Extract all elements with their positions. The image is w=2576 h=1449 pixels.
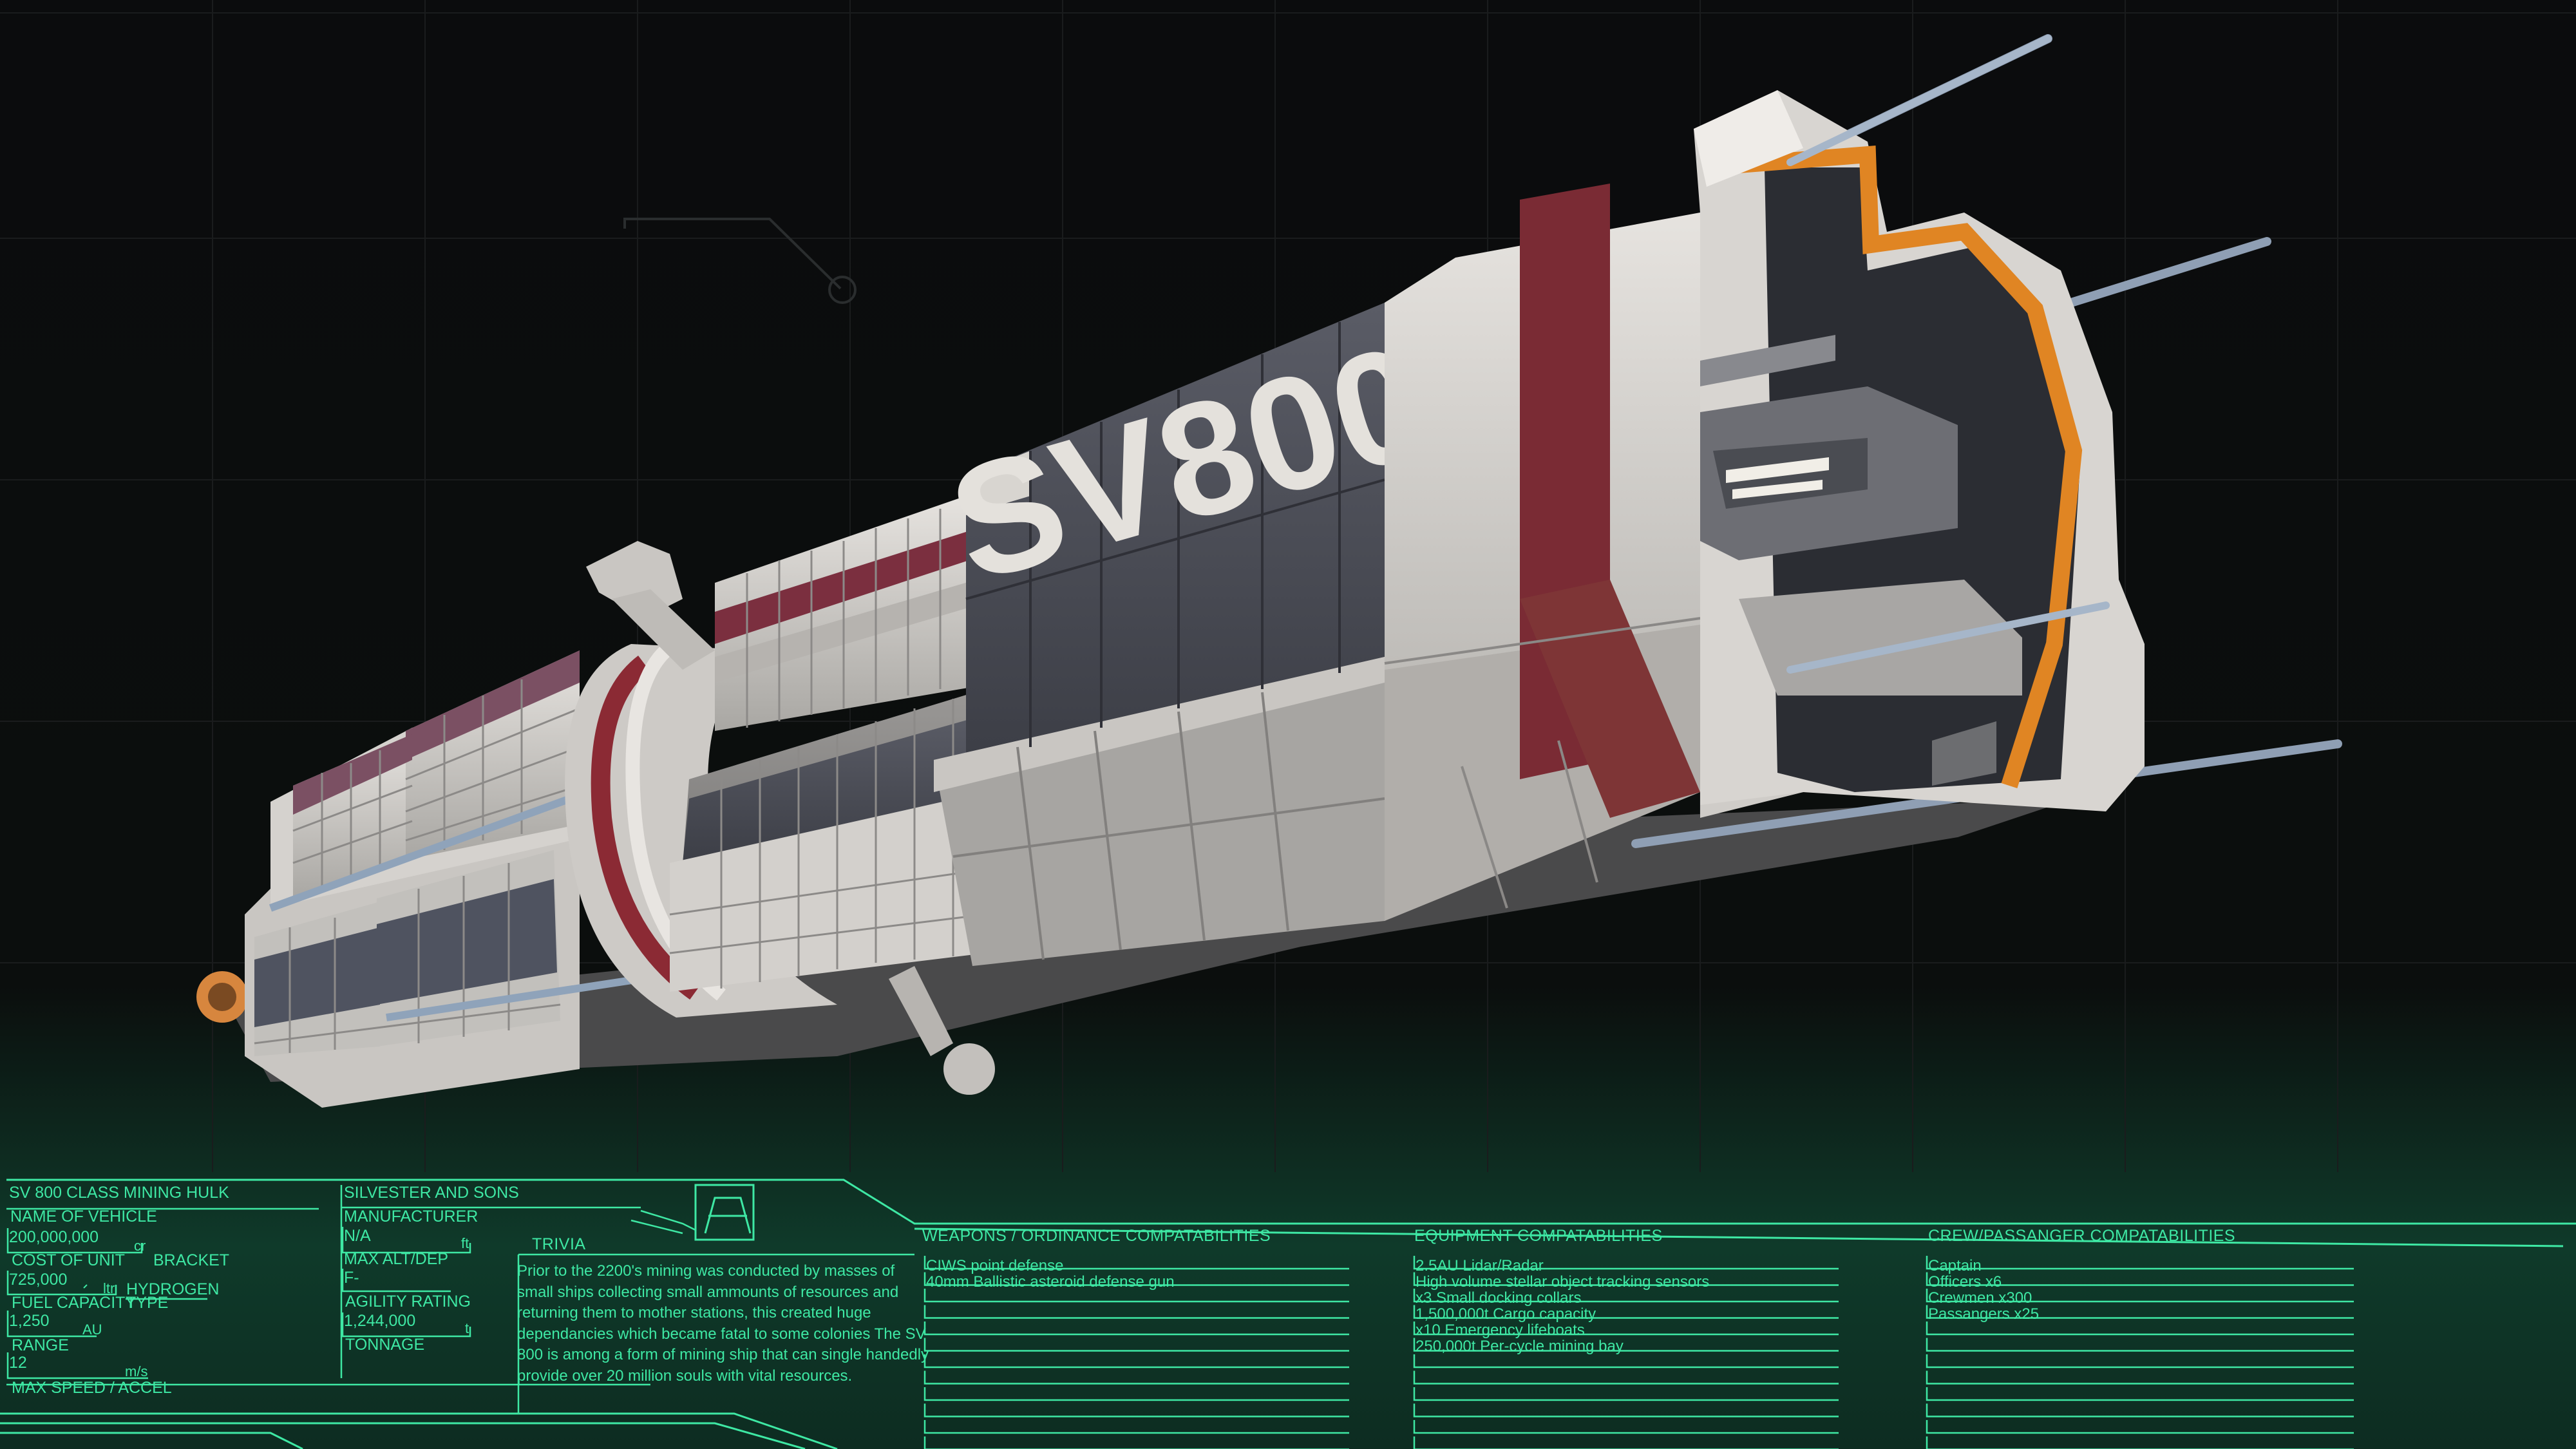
list-rule-line xyxy=(1413,1436,1839,1449)
list-rule-line xyxy=(1926,1321,2354,1336)
list-rule-line xyxy=(1413,1305,1839,1319)
type-label: TYPE xyxy=(126,1294,169,1312)
equipment-item: 2.5AU Lidar/Radar xyxy=(1416,1257,1544,1274)
range-label: RANGE xyxy=(12,1336,69,1354)
fuel-label: FUEL CAPACITY xyxy=(12,1294,137,1312)
vehicle-name: SV 800 CLASS MINING HULK xyxy=(9,1184,229,1202)
mid-upper-modules xyxy=(715,496,998,731)
cost-label: COST OF UNIT xyxy=(12,1251,125,1269)
tonnage-label: TONNAGE xyxy=(345,1336,425,1354)
list-rule-line xyxy=(923,1272,1349,1286)
list-rule-line xyxy=(1413,1420,1839,1434)
list-rule-line xyxy=(1413,1370,1839,1385)
range-value: 1,250 xyxy=(9,1312,50,1330)
speed-value: 12 xyxy=(9,1354,27,1372)
list-rule-line xyxy=(1926,1370,2354,1385)
list-rule-line xyxy=(923,1354,1349,1368)
weapon-item: CIWS point defense xyxy=(926,1257,1064,1274)
list-rule-line xyxy=(923,1321,1349,1336)
list-rule-line xyxy=(923,1420,1349,1434)
list-rule-line xyxy=(1413,1403,1839,1417)
equipment-item: x10 Emergency lifeboats xyxy=(1416,1321,1585,1339)
equipment-item: x3 Small docking collars xyxy=(1416,1289,1582,1307)
hud-frame xyxy=(0,1179,2576,1449)
crew-item: Crewmen x300 xyxy=(1928,1289,2032,1307)
cost-value: 200,000,000 xyxy=(9,1228,99,1246)
list-rule-line xyxy=(1413,1289,1839,1303)
list-rule-line xyxy=(1926,1272,2354,1286)
lower-hull-panel-lines xyxy=(952,692,1385,960)
mid-lower-panel-lines xyxy=(669,699,986,989)
alt-label: MAX ALT/DEP xyxy=(344,1250,449,1268)
list-rule-line xyxy=(923,1403,1349,1417)
list-rule-line xyxy=(1926,1436,2354,1449)
equipment-item: High volume stellar object tracking sens… xyxy=(1416,1273,1710,1291)
list-rule-line xyxy=(923,1338,1349,1352)
ship-illustration: SV800 xyxy=(196,34,2342,1108)
crew-title: CREW/PASSANGER COMPATABILITIES xyxy=(1928,1227,2236,1245)
weapon-item: 40mm Ballistic asteroid defense gun xyxy=(926,1273,1175,1291)
list-rule-line xyxy=(1413,1321,1839,1336)
agility-label: AGILITY RATING xyxy=(345,1293,471,1311)
main-hull xyxy=(934,303,1385,966)
list-rule-line xyxy=(1926,1387,2354,1401)
nose-interior xyxy=(1700,335,2022,786)
range-unit: AU xyxy=(82,1321,102,1338)
list-rule-line xyxy=(923,1387,1349,1401)
list-rule-line xyxy=(923,1370,1349,1385)
weapons-title: WEAPONS / ORDINANCE COMPATABILITIES xyxy=(922,1227,1271,1245)
list-lines xyxy=(923,1256,2354,1449)
cost-unit: cr xyxy=(134,1238,146,1254)
trivia-text: Prior to the 2200's mining was conducted… xyxy=(517,1262,929,1385)
front-block-panel-lines xyxy=(1384,617,1701,909)
list-rule-line xyxy=(1926,1338,2354,1352)
list-rule-line xyxy=(923,1289,1349,1303)
alt-unit: ft xyxy=(461,1235,469,1251)
mid-upper-panel-lines xyxy=(746,509,942,728)
tonnage-unit: t xyxy=(465,1320,469,1336)
list-rule-line xyxy=(923,1436,1349,1449)
crew-item: Passangers x25 xyxy=(1928,1305,2040,1323)
manufacturer-label: MANUFACTURER xyxy=(344,1208,478,1226)
list-rule-line xyxy=(1413,1354,1839,1368)
tonnage-value: 1,244,000 xyxy=(344,1312,416,1330)
agility-value: F- xyxy=(344,1269,359,1287)
trivia-title: TRIVIA xyxy=(532,1235,586,1253)
list-rule-line xyxy=(1413,1338,1839,1352)
vehicle-name-label: NAME OF VEHICLE xyxy=(10,1208,157,1226)
bracket-label: BRACKET xyxy=(153,1251,230,1269)
callout-line xyxy=(623,218,857,304)
equipment-item: 1,500,000t Cargo capacity xyxy=(1416,1305,1596,1323)
fuel-unit: ltr xyxy=(103,1280,115,1296)
list-rule-line xyxy=(1926,1289,2354,1303)
list-rule-line xyxy=(1926,1256,2354,1270)
speed-label: MAX SPEED / ACCEL xyxy=(12,1379,172,1397)
list-rule-line xyxy=(1413,1387,1839,1401)
equipment-item: 250,000t Per-cycle mining bay xyxy=(1416,1338,1624,1355)
fuel-value: 725,000 xyxy=(9,1271,68,1289)
list-rule-line xyxy=(1413,1256,1839,1270)
list-rule-line xyxy=(1926,1354,2354,1368)
list-rule-line xyxy=(923,1305,1349,1319)
sensor-tower xyxy=(586,541,995,1095)
crew-item: Officers x6 xyxy=(1928,1273,2002,1291)
speed-unit: m/s xyxy=(125,1363,148,1379)
list-rule-line xyxy=(923,1256,1349,1270)
front-antennas xyxy=(1786,35,2110,674)
fuel-type-value: HYDROGEN xyxy=(126,1280,220,1298)
list-rule-line xyxy=(1413,1272,1839,1286)
list-rule-line xyxy=(1926,1420,2354,1434)
equipment-title: EQUIPMENT COMPATABILITIES xyxy=(1414,1227,1663,1245)
list-rule-line xyxy=(1926,1305,2354,1319)
alt-value: N/A xyxy=(344,1227,371,1245)
list-rule-line xyxy=(1926,1403,2354,1417)
manufacturer-value: SILVESTER AND SONS xyxy=(344,1184,519,1202)
crew-item: Captain xyxy=(1928,1257,1982,1274)
main-hull-panel-lines xyxy=(965,322,1385,747)
